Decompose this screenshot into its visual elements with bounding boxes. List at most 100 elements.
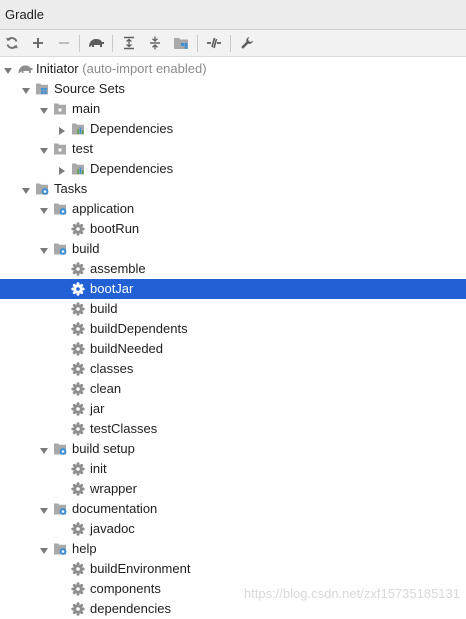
toggle-offline-button[interactable] <box>203 33 225 53</box>
tree-row-text: javadoc <box>90 521 135 536</box>
tree-row-text: buildDependents <box>90 321 188 336</box>
tree-row-wrapper[interactable]: wrapper <box>0 479 466 499</box>
tree-row-bootrun[interactable]: bootRun <box>0 219 466 239</box>
task-folder-icon <box>53 442 67 456</box>
tree-row-text: assemble <box>90 261 146 276</box>
minus-icon <box>59 42 69 44</box>
tree-row-text: Dependencies <box>90 121 174 136</box>
tree-row-dependencies[interactable]: dependencies <box>0 599 466 619</box>
tree-row-text: buildNeeded <box>90 341 164 356</box>
group-modules-button[interactable] <box>170 33 192 53</box>
gear-icon <box>71 482 85 496</box>
tree-row-classes[interactable]: classes <box>0 359 466 379</box>
tree-row-text: help <box>72 541 97 556</box>
settings-button[interactable] <box>236 33 258 53</box>
tree-row-buildenvironment[interactable]: buildEnvironment <box>0 559 466 579</box>
deps-icon <box>71 162 85 176</box>
gear-icon <box>71 422 85 436</box>
add-button[interactable] <box>27 33 49 53</box>
tree-row-dependencies[interactable]: Dependencies <box>0 159 466 179</box>
gear-icon <box>71 222 85 236</box>
refresh-button[interactable] <box>1 33 23 53</box>
expanded-arrow-icon[interactable] <box>39 244 49 254</box>
tree-row-text: wrapper <box>90 481 137 496</box>
tree-row-build[interactable]: build <box>0 299 466 319</box>
tree-row-assemble[interactable]: assemble <box>0 259 466 279</box>
tree-row-source-sets[interactable]: Source Sets <box>0 79 466 99</box>
collapse-all-button[interactable] <box>144 33 166 53</box>
tree-row-build-setup[interactable]: build setup <box>0 439 466 459</box>
tree-row-jar[interactable]: jar <box>0 399 466 419</box>
tree-row-buildneeded[interactable]: buildNeeded <box>0 339 466 359</box>
tree-row-testclasses[interactable]: testClasses <box>0 419 466 439</box>
task-folder-icon <box>53 542 67 556</box>
tool-window-header: Gradle <box>0 0 466 30</box>
tree-row-label: build <box>72 242 99 256</box>
collapsed-arrow-icon[interactable] <box>57 124 67 135</box>
tree-row-application[interactable]: application <box>0 199 466 219</box>
toolbar-separator <box>112 35 113 52</box>
tree-row-text: build <box>90 301 118 316</box>
source-sets-icon <box>35 82 49 96</box>
plus-icon <box>33 38 43 48</box>
tree-row-builddependents[interactable]: buildDependents <box>0 319 466 339</box>
elephant-icon <box>89 39 104 47</box>
expanded-arrow-icon[interactable] <box>39 504 49 514</box>
expanded-arrow-icon[interactable] <box>39 204 49 214</box>
tree-row-dependencies[interactable]: Dependencies <box>0 119 466 139</box>
collapsed-arrow-icon[interactable] <box>57 164 67 175</box>
remove-button[interactable] <box>53 33 75 53</box>
tree-row-main[interactable]: main <box>0 99 466 119</box>
gradle-toolbar <box>0 30 466 57</box>
wrench-icon <box>241 37 253 49</box>
tree-row-tasks[interactable]: Tasks <box>0 179 466 199</box>
expanded-arrow-icon[interactable] <box>39 444 49 454</box>
tree-row-components[interactable]: components <box>0 579 466 599</box>
tree-row-label: Initiator (auto-import enabled) <box>36 62 207 76</box>
tree-row-test[interactable]: test <box>0 139 466 159</box>
tree-row-text: Source Sets <box>54 81 125 96</box>
expanded-arrow-icon[interactable] <box>21 184 31 194</box>
expanded-arrow-icon[interactable] <box>39 144 49 154</box>
expanded-arrow-icon[interactable] <box>3 64 13 74</box>
tree-row-build[interactable]: build <box>0 239 466 259</box>
tree-row-init[interactable]: init <box>0 459 466 479</box>
tree-row-label: jar <box>90 402 104 416</box>
tree-row-javadoc[interactable]: javadoc <box>0 519 466 539</box>
tree-row-help[interactable]: help <box>0 539 466 559</box>
gear-icon <box>71 402 85 416</box>
tree-row-clean[interactable]: clean <box>0 379 466 399</box>
tree-row-label: application <box>72 202 134 216</box>
tree-row-text: bootRun <box>90 221 140 236</box>
tree-row-label: javadoc <box>90 522 135 536</box>
tree-row-label: assemble <box>90 262 146 276</box>
tree-row-text: classes <box>90 361 134 376</box>
tree-row-text: documentation <box>72 501 158 516</box>
tree-row-label: documentation <box>72 502 157 516</box>
expanded-arrow-icon[interactable] <box>39 544 49 554</box>
expand-all-button[interactable] <box>118 33 140 53</box>
collapse-all-icon <box>150 36 160 50</box>
tree-row-label: classes <box>90 362 133 376</box>
gear-icon <box>71 322 85 336</box>
gear-icon <box>71 262 85 276</box>
gear-icon <box>71 602 85 616</box>
gear-icon <box>71 562 85 576</box>
tree-row-text: main <box>72 101 101 116</box>
watermark-text: https://blog.csdn.net/zxf15735185131 <box>243 586 460 601</box>
expanded-arrow-icon[interactable] <box>39 104 49 114</box>
expanded-arrow-icon[interactable] <box>21 84 31 94</box>
group-modules-icon <box>174 38 188 49</box>
tree-row-text: bootJar <box>90 281 134 296</box>
tree-row-label: buildDependents <box>90 322 188 336</box>
tree-row-label: Dependencies <box>90 122 173 136</box>
tree-row-initiator[interactable]: Initiator (auto-import enabled) <box>0 59 466 79</box>
gear-icon <box>71 582 85 596</box>
tree-row-label: clean <box>90 382 121 396</box>
tree-row-text: build setup <box>72 441 135 456</box>
tree-row-text: clean <box>90 381 122 396</box>
tool-window-title: Gradle <box>5 7 45 22</box>
tree-row-bootjar[interactable]: bootJar <box>0 279 466 299</box>
tree-row-documentation[interactable]: documentation <box>0 499 466 519</box>
execute-task-button[interactable] <box>85 33 107 53</box>
